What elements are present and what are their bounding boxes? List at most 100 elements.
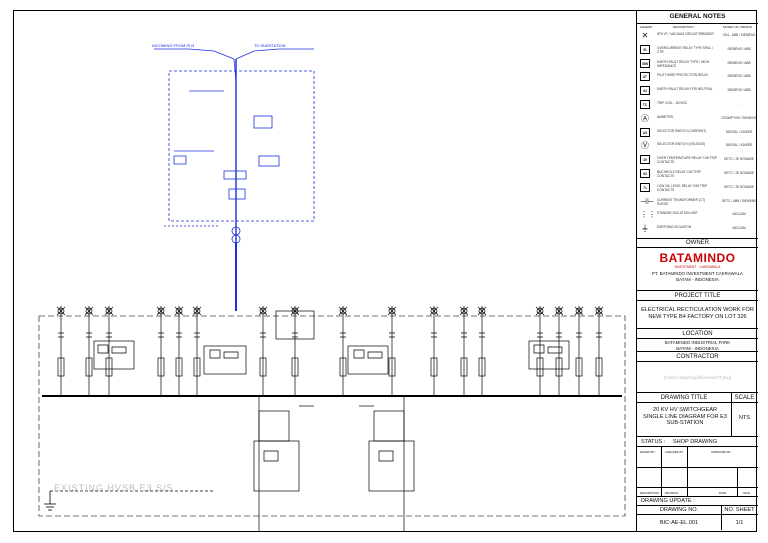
drawing-no-header: DRAWING NO. NO. SHEET bbox=[637, 505, 758, 514]
project-title: ELECTRICAL RECTICULATION WORK FOR NEW TY… bbox=[637, 300, 758, 328]
owner-city: BATAM - INDONESIA bbox=[676, 276, 719, 282]
logo-subtitle: INVESTMENT · CAKRAWALA bbox=[674, 265, 721, 269]
incoming-feeder bbox=[154, 48, 315, 311]
legend-description: CURRENT TRANSFORMER (CT) SURGE bbox=[657, 197, 706, 206]
legend-model: VACUUM bbox=[732, 226, 746, 231]
legend-model: DENTAL / KAISER bbox=[725, 143, 753, 148]
legend-model: DENTAL / KAISER bbox=[725, 129, 753, 134]
feeder-column bbox=[56, 306, 66, 396]
single-line-diagram: INCOMING FROM PLN TO SUBSTATION bbox=[14, 11, 636, 531]
drawing-no-label: DRAWING NO. bbox=[659, 507, 699, 513]
feeder-column bbox=[574, 306, 584, 396]
feeder-column bbox=[594, 306, 604, 396]
substation-label: EXISTING HVSB E3 S/S bbox=[54, 483, 174, 493]
legend-col: LEGEND bbox=[640, 25, 653, 29]
scale-value: NTS bbox=[738, 415, 751, 421]
approved-by: APPROVED BY bbox=[711, 450, 732, 454]
switchgear-enclosure bbox=[38, 315, 626, 517]
status-row: STATUS : SHOP DRAWING bbox=[637, 436, 758, 446]
legend-description: OVER TEMPERATURE RELAY C/W TRIP CONTACTS bbox=[657, 156, 717, 165]
legend-symbol-icon: ⊣⊢ bbox=[640, 196, 654, 206]
description-col: DESCRIPTION bbox=[673, 25, 694, 29]
legend-model: SIEMENS / ABB bbox=[727, 88, 751, 93]
legend-description: SELECTOR SWITCH (CURRENT) bbox=[657, 128, 707, 133]
contractor-watermark: (Insert image/logo/filename/IT.png) bbox=[637, 361, 758, 392]
legend-description: BUCHHOLZ RELAY C/W TRIP CONTACTS bbox=[657, 170, 701, 178]
drawn-by: DRAWN BY bbox=[640, 450, 655, 454]
legend-description: EARTHING ISOLATION bbox=[657, 225, 692, 230]
feeder-column bbox=[192, 306, 202, 396]
status-label: STATUS : bbox=[641, 439, 666, 445]
feeder-column bbox=[477, 306, 487, 396]
legend-symbol-icon: TC bbox=[640, 100, 650, 109]
legend-model: DETC / ABB / SIEMENS bbox=[721, 198, 757, 203]
legend-symbol-icon: 50N bbox=[640, 58, 650, 68]
legend-symbol-icon: AS bbox=[640, 127, 650, 137]
legend-symbol-icon: 87 bbox=[640, 72, 650, 82]
sheet-number: 1/1 bbox=[735, 520, 744, 526]
legend-model: DETC / JE NOSAME bbox=[724, 184, 754, 189]
legend-model: VD4 - ABB / SIEMENS bbox=[722, 33, 756, 37]
rev-col-description: DESCRIPTION bbox=[640, 491, 660, 495]
revision-block: DRAWN BY CHECKED BY APPROVED BY DESCRIPT… bbox=[637, 446, 758, 496]
legend-symbol-icon: 49 bbox=[640, 155, 650, 165]
owner-block: BATAMINDO INVESTMENT · CAKRAWALA PT. BAT… bbox=[637, 247, 758, 290]
legend-description: LOW OIL LEVEL RELAY C/W TRIP CONTACTS bbox=[657, 183, 708, 192]
sheet-label: NO. SHEET bbox=[724, 507, 755, 513]
drawing-update: DRAWING UPDATE : bbox=[637, 496, 758, 505]
project-title-label: PROJECT TITLE bbox=[637, 290, 758, 300]
legend-item: 51 OVERCURRENT RELAY TYPE SPAC / CTR SIEME… bbox=[637, 44, 758, 56]
breaker-panels bbox=[93, 310, 570, 375]
legend-description: EARTH FAULT RELAY TYPE / HIGH IMPEDANCE bbox=[657, 59, 710, 68]
legend-description: OVERCURRENT RELAY TYPE SPAC / CTR bbox=[657, 45, 713, 54]
legend-model: CROMPTON / SIEMENS bbox=[721, 115, 757, 120]
feeder-column bbox=[338, 306, 348, 396]
revision-cols: DESCRIPTION REVISION DATE SIGN. bbox=[637, 487, 758, 498]
title-block: GENERAL NOTES LEGEND DESCRIPTION MODEL N… bbox=[636, 11, 758, 531]
legend-symbol-icon: 64 bbox=[640, 86, 650, 96]
drawing-no: BIC-AE-EL.001 bbox=[659, 520, 699, 526]
legend-symbol-icon: Ⓐ bbox=[641, 113, 649, 123]
feeder-column bbox=[554, 306, 564, 396]
incoming-label-left: INCOMING FROM PLN bbox=[152, 43, 194, 48]
legend-item: AS SELECTOR SWITCH (CURRENT) DENTAL / KAIS… bbox=[637, 127, 758, 139]
owner-label: OWNER bbox=[637, 238, 758, 247]
drawing-no-row: BIC-AE-EL.001 1/1 bbox=[637, 514, 758, 530]
diagram-canvas: INCOMING FROM PLN TO SUBSTATION bbox=[38, 43, 626, 531]
drawing-title-block: 20 KV HV SWITCHGEAR SINGLE LINE DIAGRAM … bbox=[637, 402, 758, 436]
feeder-column bbox=[535, 306, 545, 396]
checked-by: CHECKED BY bbox=[665, 450, 684, 454]
legend-symbol-icon: Ⓥ bbox=[641, 141, 649, 151]
rev-col-sign: SIGN. bbox=[743, 491, 751, 495]
legend-item: 64 EARTH FAULT RELAY FOR NEUTRAL SIEMENS /… bbox=[637, 85, 758, 97]
earth-symbol bbox=[44, 490, 214, 511]
feeder-column bbox=[104, 306, 114, 396]
feeder-column bbox=[459, 306, 469, 396]
drawing-title-header: DRAWING TITLE SCALE bbox=[637, 392, 758, 402]
legend-item: 49 OVER TEMPERATURE RELAY C/W TRIP CONTAC… bbox=[637, 154, 758, 166]
model-col: MODEL NO./ BRAND bbox=[723, 25, 752, 29]
status-value: SHOP DRAWING bbox=[672, 439, 718, 445]
rev-col-date: DATE bbox=[719, 491, 727, 495]
legend-description: EARTH FAULT RELAY FOR NEUTRAL bbox=[657, 87, 713, 92]
feeder-column bbox=[156, 306, 166, 396]
general-notes-title: GENERAL NOTES bbox=[669, 13, 726, 20]
feeder-column bbox=[290, 306, 300, 396]
feeder-column bbox=[387, 306, 397, 396]
legend-model: SIEMENS / ABB bbox=[727, 46, 751, 51]
legend-symbol-icon: 51 bbox=[640, 44, 650, 54]
incoming-label-right: TO SUBSTATION bbox=[254, 43, 286, 48]
legend-description: TRIP COIL - 110VDC bbox=[657, 101, 688, 105]
legend-description: SF6 VT / VACUUM CIRCUIT BREAKER bbox=[657, 32, 714, 36]
legend-description: STANDBY ISOLATION UNIT bbox=[657, 211, 698, 216]
scale-label: SCALE bbox=[734, 395, 755, 401]
contractor-label: CONTRACTOR bbox=[637, 351, 758, 361]
